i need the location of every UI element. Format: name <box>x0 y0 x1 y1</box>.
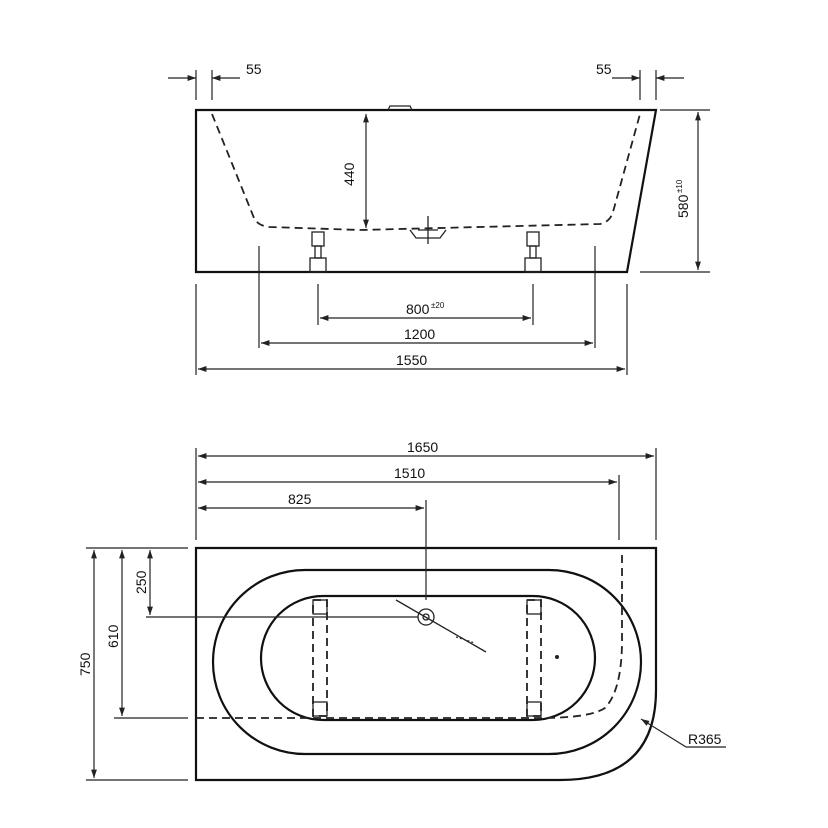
svg-text:±20: ±20 <box>431 301 445 310</box>
right-foot-bracket <box>526 599 542 717</box>
side-view: 55 55 440 580 ±10 800 ±20 1200 <box>168 61 710 375</box>
dim-overall-length-label: 1650 <box>407 439 438 455</box>
dim-height-label: 580 ±10 <box>675 179 691 218</box>
dim-radius-label: R365 <box>688 731 722 747</box>
dim-right-offset-label: 55 <box>596 61 612 77</box>
drain <box>395 599 487 653</box>
dim-feet-spacing-label: 800 ±20 <box>406 301 445 317</box>
waste-drain <box>409 216 447 244</box>
overflow-cap <box>387 105 413 111</box>
top-view-outline <box>194 546 658 782</box>
shell-hidden-line <box>196 550 623 719</box>
dim-inner-width-label: 610 <box>105 624 121 648</box>
inner-basin-hidden-line <box>211 113 641 231</box>
dim-overall-width-label: 750 <box>77 652 93 676</box>
dim-depth-label: 440 <box>341 162 357 186</box>
overflow-dot <box>555 655 559 659</box>
svg-text:580: 580 <box>675 194 691 218</box>
svg-text:±10: ±10 <box>675 179 684 193</box>
rim-outline <box>211 568 643 756</box>
dim-bottom-width-label: 1550 <box>396 352 427 368</box>
left-foot <box>309 231 327 273</box>
left-foot-bracket <box>312 599 328 717</box>
side-view-outline <box>194 108 658 274</box>
dim-base-width-label: 1200 <box>404 326 435 342</box>
dim-inner-length-label: 1510 <box>394 465 425 481</box>
right-foot <box>524 231 542 273</box>
dim-drain-depth-label: 250 <box>133 570 149 594</box>
basin-bottom-outline <box>259 594 597 722</box>
dim-left-offset-label: 55 <box>246 61 262 77</box>
top-view: 1650 1510 825 750 610 250 R365 <box>77 439 726 782</box>
dim-drain-offset-label: 825 <box>288 491 312 507</box>
svg-text:800: 800 <box>406 301 430 317</box>
